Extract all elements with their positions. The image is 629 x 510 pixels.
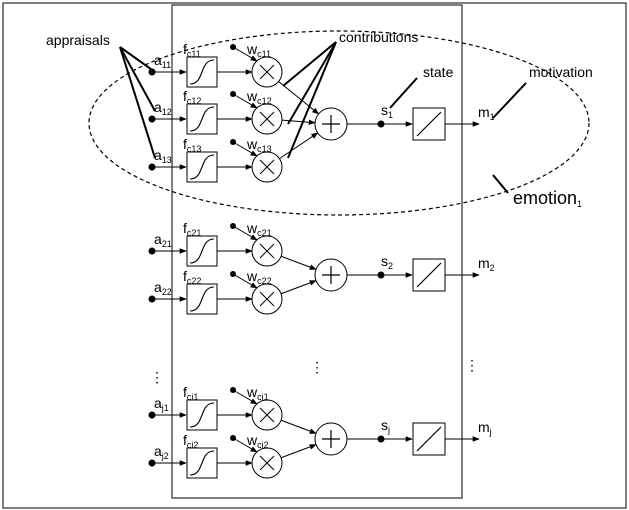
filter-label: fc11 — [183, 41, 201, 59]
emotion-ellipse — [88, 30, 590, 216]
sigmoid-curve-icon — [189, 402, 215, 428]
outputs-ellipsis: ⋮ — [465, 357, 479, 373]
product-arrow — [279, 132, 319, 160]
state-callout: state — [423, 64, 454, 80]
input-label: a12 — [154, 99, 172, 117]
product-arrow — [280, 280, 317, 295]
weight-arrow — [232, 93, 258, 109]
contributions-callout: contributions — [339, 29, 418, 45]
sigmoid-curve-icon — [189, 238, 215, 264]
input-label: aj1 — [154, 395, 169, 413]
filter-label: fc12 — [183, 88, 201, 106]
weight-arrow — [232, 437, 258, 453]
weight-label: wc12 — [246, 88, 272, 106]
weight-label: wc21 — [246, 220, 272, 238]
state-pointer — [389, 77, 418, 109]
multiply-icon — [259, 111, 275, 127]
filter-label: fc21 — [183, 220, 201, 238]
emotion-callout: emotion1 — [513, 188, 582, 209]
weight-arrow — [232, 389, 258, 405]
linear-activation-icon — [416, 262, 442, 288]
input-rows: a11 fc11 wc11 a12 fc12 wc12 a13 fc13 wc13 a21 fc21… — [148, 41, 283, 479]
multiply-icon — [259, 455, 275, 471]
summation-nodes: s1 m1 s2 m2 sj mj — [278, 81, 495, 459]
product-arrow — [280, 444, 317, 459]
input-label: a21 — [154, 231, 172, 249]
product-arrow — [280, 255, 317, 270]
input-row: a13 fc13 wc13 — [148, 136, 283, 183]
summation-group: s2 m2 — [280, 253, 495, 295]
input-label: a22 — [154, 279, 172, 297]
linear-activation-icon — [416, 426, 442, 452]
product-arrow — [278, 81, 320, 115]
motivation-callout: motivation — [529, 64, 593, 80]
weight-arrow — [232, 46, 258, 62]
appraisals-pointer — [119, 46, 156, 112]
weight-label: wc13 — [246, 136, 272, 154]
weight-label: wc11 — [246, 41, 271, 59]
weight-label: wcj1 — [246, 384, 269, 402]
multiply-icon — [259, 64, 275, 80]
output-label: m1 — [478, 104, 495, 122]
appraisals-callout: appraisals — [46, 32, 110, 48]
input-label: aj2 — [154, 443, 169, 461]
appraisals-pointer — [119, 46, 156, 73]
weight-arrow — [232, 273, 258, 289]
emotion-pointer — [492, 174, 509, 194]
state-label: s2 — [381, 253, 393, 271]
multiply-icon — [259, 291, 275, 307]
state-label: sj — [381, 417, 390, 435]
weight-label: wc22 — [246, 268, 272, 286]
linear-activation-icon — [416, 111, 442, 137]
input-row: a22 fc22 wc22 — [148, 268, 283, 315]
input-row: a11 fc11 wc11 — [148, 41, 283, 88]
summation-group: s1 m1 — [278, 81, 495, 160]
filter-label: fc22 — [183, 268, 201, 286]
appraisals-pointer — [119, 46, 156, 159]
input-row: a21 fc21 wc21 — [148, 220, 283, 267]
input-row: aj1 fcj1 wcj1 — [148, 384, 283, 431]
sigmoid-curve-icon — [189, 106, 215, 132]
contributions-pointer — [287, 41, 337, 125]
contributions-pointer — [282, 41, 337, 87]
motivation-pointer — [492, 82, 527, 119]
weight-arrow — [232, 225, 258, 241]
multiply-icon — [259, 407, 275, 423]
state-label: s1 — [381, 102, 393, 120]
sigmoid-curve-icon — [189, 154, 215, 180]
product-arrow — [281, 119, 316, 126]
inputs-ellipsis: ⋮ — [150, 369, 164, 385]
output-label: m2 — [478, 255, 495, 273]
hidden-ellipsis: ⋮ — [310, 359, 324, 375]
input-row: a12 fc12 wc12 — [148, 88, 283, 135]
weight-label: wcj2 — [246, 432, 269, 450]
product-arrow — [280, 419, 317, 434]
filter-label: fcj2 — [183, 432, 198, 450]
multiply-icon — [259, 243, 275, 259]
filter-label: fcj1 — [183, 384, 198, 402]
summation-group: sj mj — [280, 417, 492, 459]
sigmoid-curve-icon — [189, 286, 215, 312]
sigmoid-curve-icon — [189, 450, 215, 476]
filter-label: fc13 — [183, 136, 201, 154]
weight-arrow — [232, 141, 258, 157]
input-label: a13 — [154, 147, 172, 165]
multiply-icon — [259, 159, 275, 175]
output-label: mj — [478, 419, 492, 437]
input-label: a11 — [154, 52, 171, 70]
contributions-pointer — [287, 41, 337, 159]
input-row: aj2 fcj2 wcj2 — [148, 432, 283, 479]
sigmoid-curve-icon — [189, 59, 215, 85]
